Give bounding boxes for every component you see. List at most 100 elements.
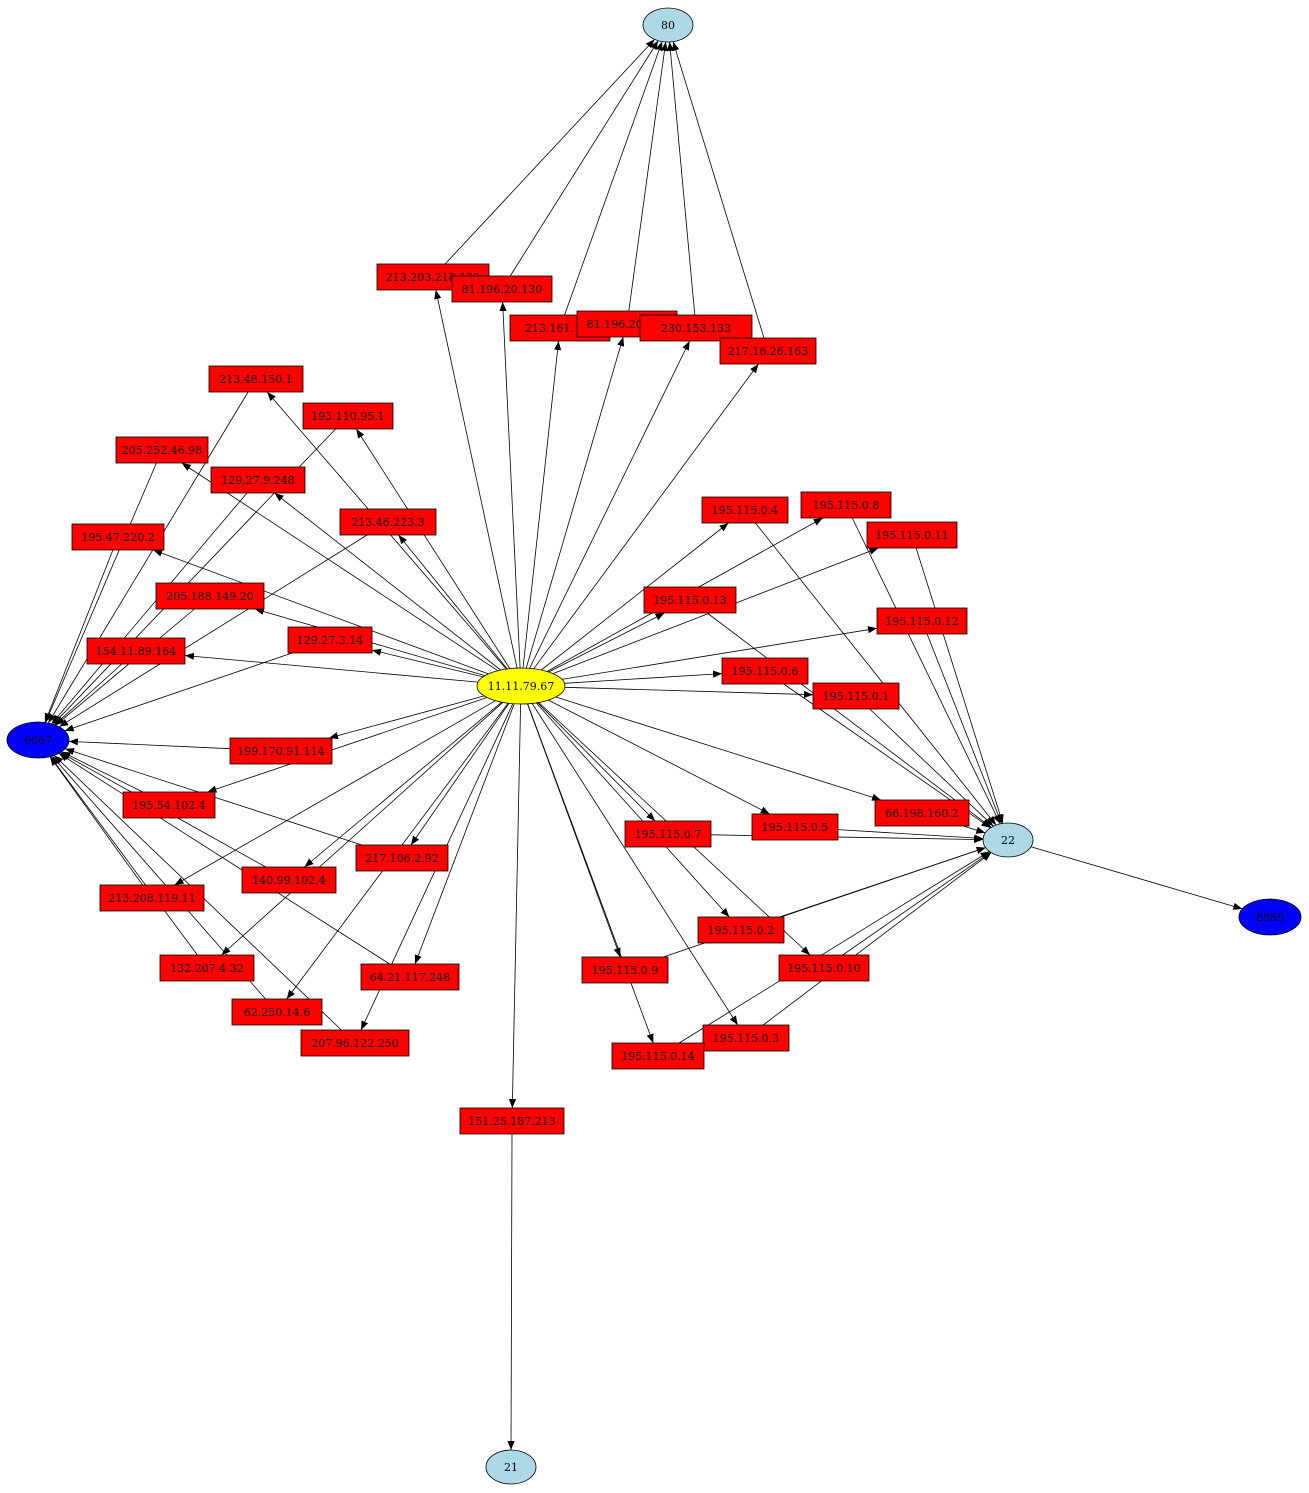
node-box bbox=[701, 496, 789, 524]
node-host: 195.115.0.1 bbox=[812, 682, 900, 710]
node-label: 213.208.119.11 bbox=[108, 892, 195, 905]
edge-c-to-h31 bbox=[564, 670, 723, 684]
node-ellipse bbox=[476, 667, 566, 705]
node-label: 213.46.223.3 bbox=[351, 516, 424, 529]
edge-h16-to-p6667 bbox=[68, 738, 231, 750]
edge-h40-to-p22 bbox=[678, 851, 990, 1044]
node-label: 195.47.220.2 bbox=[81, 531, 154, 544]
edge-h14-to-p6667 bbox=[64, 652, 293, 732]
edge-h29-to-p22 bbox=[706, 612, 992, 828]
node-label: 195.115.0.8 bbox=[813, 499, 879, 512]
node-host: 195.115.0.4 bbox=[701, 496, 789, 524]
node-host: 66.198.160.2 bbox=[874, 799, 970, 827]
node-label: 21 bbox=[504, 1461, 518, 1474]
edge-h3-to-p80 bbox=[564, 41, 663, 316]
edge-h21-to-p6667 bbox=[49, 756, 198, 956]
node-host: 154.11.89.164 bbox=[86, 637, 186, 665]
edge-c-to-h16 bbox=[328, 695, 485, 740]
node-host: 195.115.0.8 bbox=[800, 491, 892, 519]
node-ellipse bbox=[485, 1449, 537, 1485]
edge-p22-to-p8888 bbox=[1030, 846, 1243, 910]
node-box bbox=[355, 844, 449, 872]
node-host: 195.115.0.2 bbox=[697, 916, 785, 944]
node-host: 217.106.2.92 bbox=[355, 844, 449, 872]
node-box bbox=[229, 737, 333, 765]
node-host: 217.16.26.163 bbox=[719, 337, 817, 365]
node-box bbox=[866, 521, 958, 549]
node-box bbox=[800, 491, 892, 519]
node-label: 80 bbox=[661, 19, 675, 32]
node-box bbox=[876, 607, 968, 635]
node-box bbox=[778, 954, 870, 982]
node-box bbox=[581, 956, 669, 984]
edge-h15-to-p6667 bbox=[54, 663, 122, 726]
node-label: 129.27.3.14 bbox=[297, 634, 363, 647]
node-box bbox=[451, 275, 553, 303]
edge-c-to-h10 bbox=[274, 492, 501, 671]
node-box bbox=[99, 884, 205, 912]
node-host: 230.153.133 bbox=[639, 314, 753, 342]
node-label: 64.21.117.248 bbox=[370, 971, 450, 984]
edge-c-to-h29 bbox=[548, 612, 665, 673]
edge-h6-to-p80 bbox=[672, 41, 765, 339]
node-port: 80 bbox=[642, 7, 694, 43]
edge-h39-to-p22 bbox=[762, 852, 992, 1026]
node-box bbox=[719, 337, 817, 365]
edge-h11-to-p6667 bbox=[58, 534, 368, 728]
edge-h25-to-p21 bbox=[507, 1133, 515, 1451]
node-host: 129.27.3.14 bbox=[287, 626, 373, 654]
node-box bbox=[287, 626, 373, 654]
edge-h7-to-p6667 bbox=[47, 391, 249, 724]
node-box bbox=[639, 314, 753, 342]
node-label: 66.198.160.2 bbox=[885, 807, 958, 820]
node-label: 195.115.0.7 bbox=[635, 828, 701, 841]
node-host: 213.46.223.3 bbox=[339, 508, 437, 536]
edges-layer bbox=[44, 39, 1243, 1451]
edge-c-to-h11 bbox=[398, 534, 508, 670]
edge-h30-to-p22 bbox=[926, 633, 1002, 824]
node-box bbox=[231, 998, 323, 1026]
node-label: 195.115.0.4 bbox=[712, 504, 778, 517]
node-box bbox=[210, 466, 306, 494]
node-box bbox=[71, 523, 165, 551]
node-label: 195.115.0.6 bbox=[732, 665, 798, 678]
node-box bbox=[643, 586, 737, 614]
node-label: 22 bbox=[1001, 834, 1015, 847]
node-host: 151.25.187.213 bbox=[459, 1107, 565, 1135]
node-box bbox=[339, 508, 437, 536]
node-host: 213.208.119.11 bbox=[99, 884, 205, 912]
node-host: 132.207.4.32 bbox=[159, 954, 255, 982]
node-label: 129.27.9.248 bbox=[221, 474, 294, 487]
edge-h26-to-p22 bbox=[755, 522, 997, 826]
node-center: 11.11.79.67 bbox=[476, 667, 566, 705]
node-host: 140.99.102.4 bbox=[241, 866, 337, 894]
edge-h33-to-p22 bbox=[963, 825, 986, 834]
edge-c-to-h12 bbox=[153, 549, 489, 675]
node-label: 6667 bbox=[24, 734, 52, 747]
node-host: 193.110.95.1 bbox=[302, 402, 394, 430]
edge-c-to-h14 bbox=[371, 648, 484, 678]
node-label: 213.48.150.1 bbox=[219, 373, 292, 386]
edge-c-to-h35 bbox=[537, 702, 656, 822]
edge-h22-to-p6667 bbox=[58, 752, 390, 965]
node-label: 195.115.0.10 bbox=[787, 962, 860, 975]
edge-h17-to-p6667 bbox=[61, 751, 143, 793]
edge-c-to-h21 bbox=[221, 702, 504, 956]
edge-c-to-h15 bbox=[184, 652, 479, 683]
node-host: 195.54.102.4 bbox=[122, 791, 216, 819]
edge-h32-to-p22 bbox=[869, 708, 994, 827]
node-box bbox=[812, 682, 900, 710]
node-host: 195.115.0.9 bbox=[581, 956, 669, 984]
node-host: 64.21.117.248 bbox=[360, 963, 460, 991]
node-label: 195.115.0.9 bbox=[592, 964, 658, 977]
node-label: 140.99.102.4 bbox=[252, 874, 325, 887]
node-host: 195.47.220.2 bbox=[71, 523, 165, 551]
node-host: 199.170.91.114 bbox=[229, 737, 333, 765]
node-label: 199.170.91.114 bbox=[237, 745, 324, 758]
node-box bbox=[159, 954, 255, 982]
node-label: 154.11.89.164 bbox=[96, 645, 176, 658]
edge-c-to-h20 bbox=[174, 700, 496, 886]
node-port: 22 bbox=[982, 822, 1034, 858]
node-box bbox=[86, 637, 186, 665]
